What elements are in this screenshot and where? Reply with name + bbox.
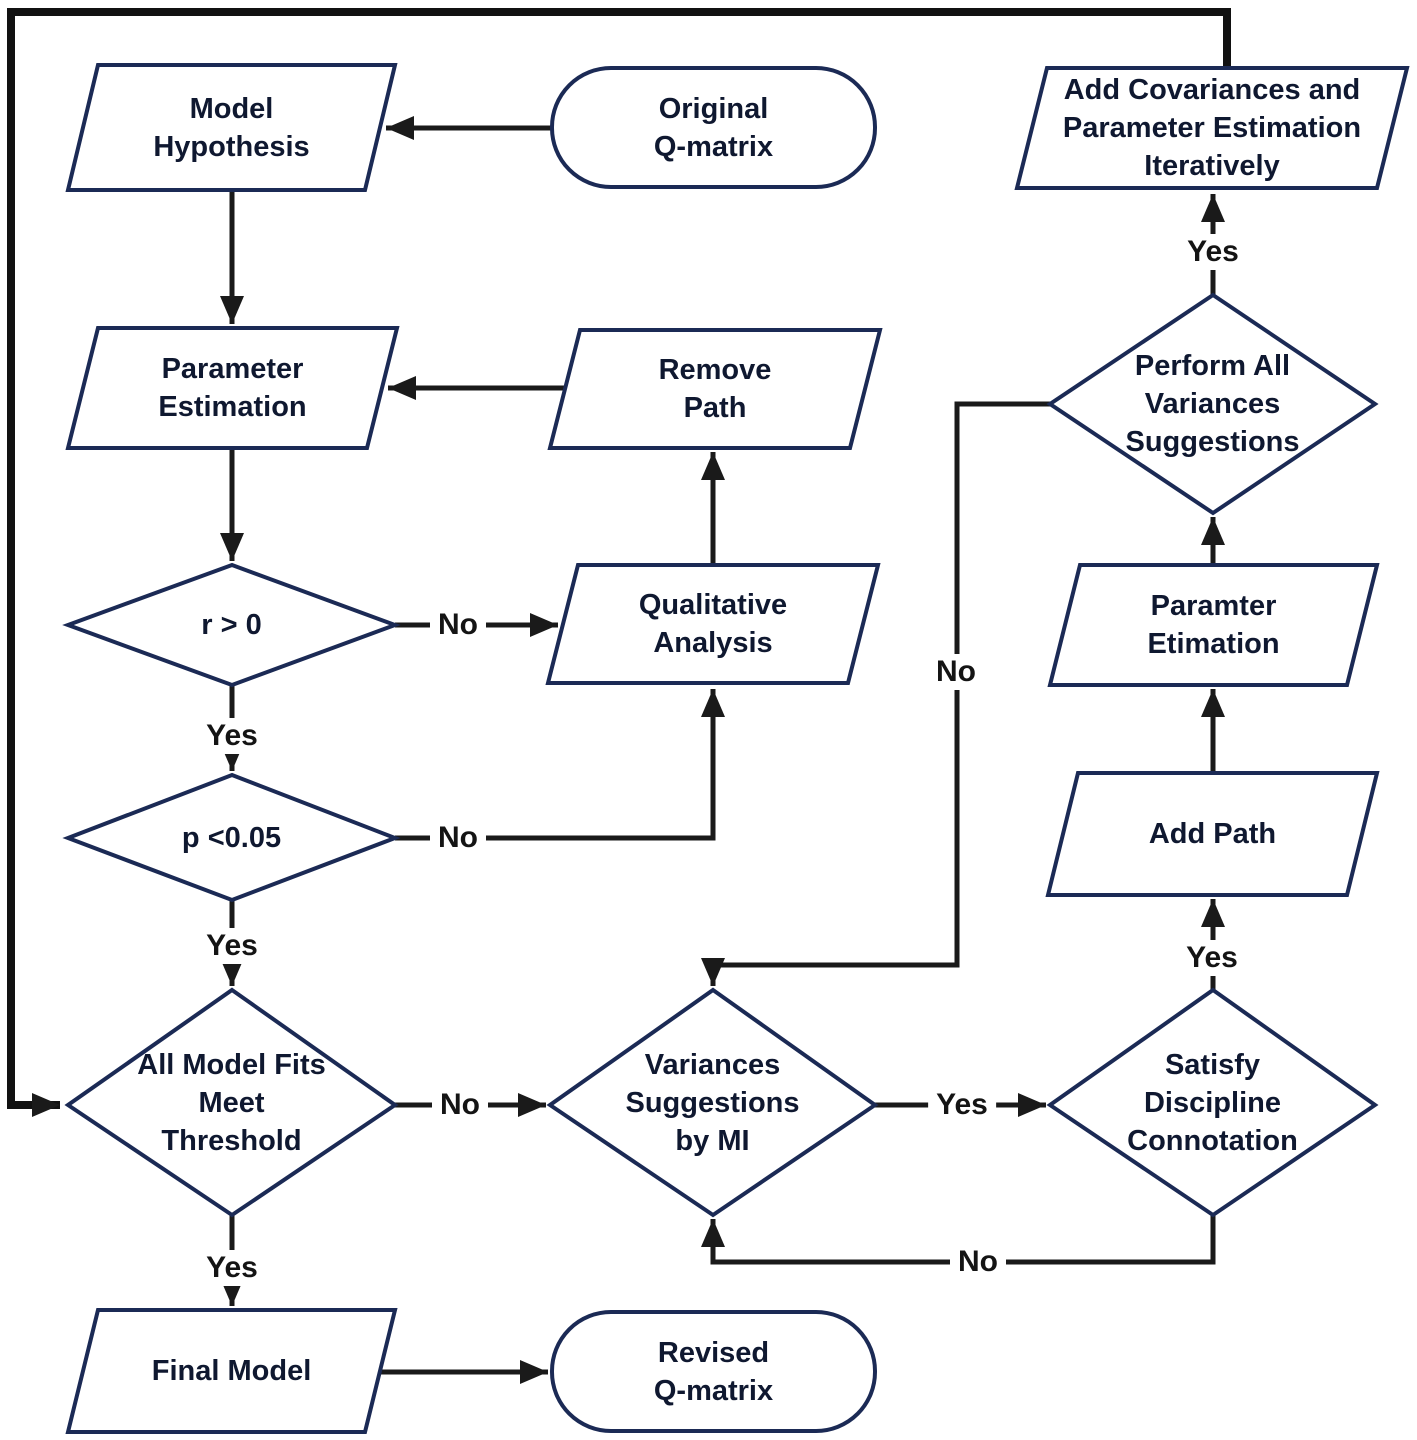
edge-satisfy-no-to-variances-suggestions (701, 1215, 1216, 1265)
node-all-model-fits-meet-threshold (64, 987, 399, 1218)
node-variances-suggestions-by-mi (546, 987, 879, 1218)
node-paramter-etimation (1047, 563, 1380, 687)
node-p-less-than-005 (62, 772, 401, 903)
node-revised-q-matrix (550, 1310, 877, 1433)
node-qualitative-analysis (545, 563, 881, 685)
node-original-q-matrix (550, 66, 877, 189)
edge-perform-no-to-variances-suggestions (701, 401, 1050, 986)
node-parameter-estimation (65, 326, 400, 450)
node-satisfy-discipline-connotation (1046, 987, 1379, 1218)
edge-loop-add-covariances-to-all-model-fits (7, 8, 1231, 1117)
node-add-path (1045, 771, 1380, 897)
node-perform-all-variances-suggestions (1046, 292, 1379, 516)
node-remove-path (547, 328, 883, 450)
node-r-greater-than-zero (62, 562, 401, 688)
node-add-covariances (1014, 66, 1410, 190)
edge-p-no-to-qualitative-analysis (395, 689, 725, 841)
node-model-hypothesis (65, 63, 398, 192)
node-final-model (65, 1308, 398, 1434)
